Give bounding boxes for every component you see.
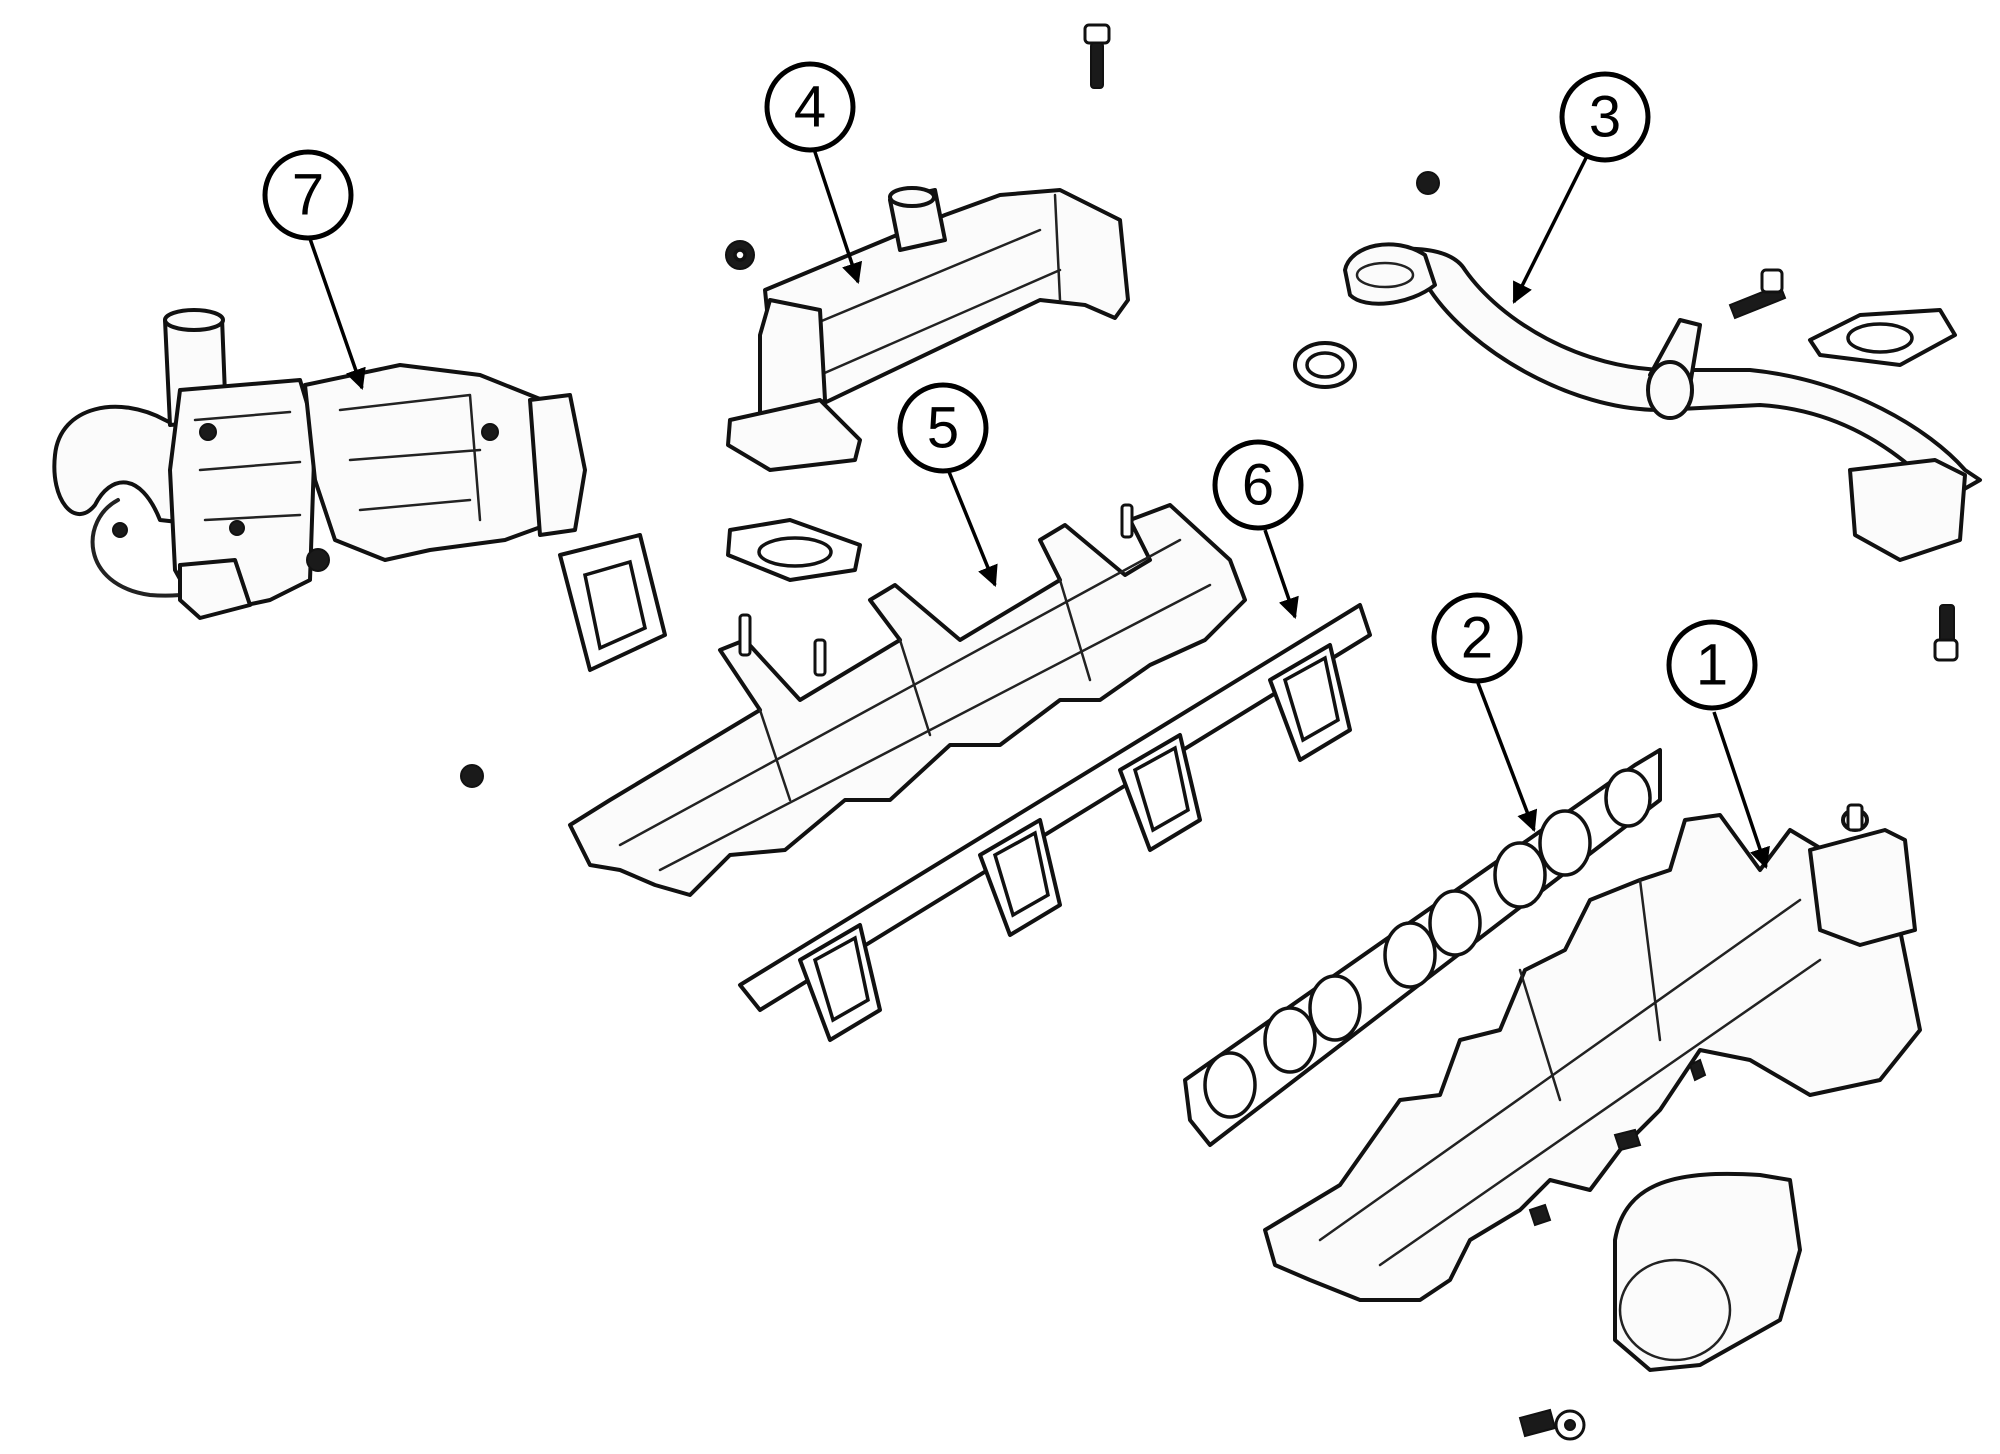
callout-6: 6: [1212, 439, 1304, 531]
callout-3-label: 3: [1589, 85, 1621, 150]
callout-2: 2: [1431, 592, 1523, 684]
triangle-gasket: [1808, 308, 1957, 367]
part-4-egr-pipe: [725, 23, 1130, 472]
part-2-exhaust-gasket: [1183, 748, 1662, 1147]
exhaust-outlet-adapter: [1613, 1171, 1802, 1372]
callout-6-label: 6: [1242, 453, 1274, 518]
nut-icon: [1416, 171, 1440, 195]
part-1-exhaust-manifold: [1263, 803, 1922, 1302]
callout-3: 3: [1559, 71, 1651, 163]
nut-icon: [460, 764, 484, 788]
callout-1: 1: [1666, 619, 1758, 711]
callout-1-label: 1: [1696, 633, 1728, 698]
callout-5: 5: [897, 382, 989, 474]
part-7-assembly: [52, 308, 587, 620]
callout-7-label: 7: [292, 163, 324, 228]
callout-7: 7: [262, 149, 354, 241]
bolt-icon: [1933, 604, 1959, 662]
egr-flange-gasket: [726, 518, 862, 582]
callout-2-label: 2: [1461, 606, 1493, 671]
part-6-intake-gasket: [738, 603, 1372, 1042]
callout-4-label: 4: [794, 75, 826, 140]
nut-icon: [306, 548, 330, 572]
turbo-flange-gasket: [558, 533, 667, 672]
leader-lines: [306, 142, 1770, 869]
bolt-icon: [1518, 1408, 1586, 1441]
callout-5-label: 5: [927, 396, 959, 461]
bolt-icon: [1728, 268, 1787, 320]
part-5-intake-manifold: [568, 503, 1247, 897]
part-3-egr-tube: [1293, 171, 1982, 662]
callout-4: 4: [764, 61, 856, 153]
bolt-icon: [1083, 23, 1111, 89]
